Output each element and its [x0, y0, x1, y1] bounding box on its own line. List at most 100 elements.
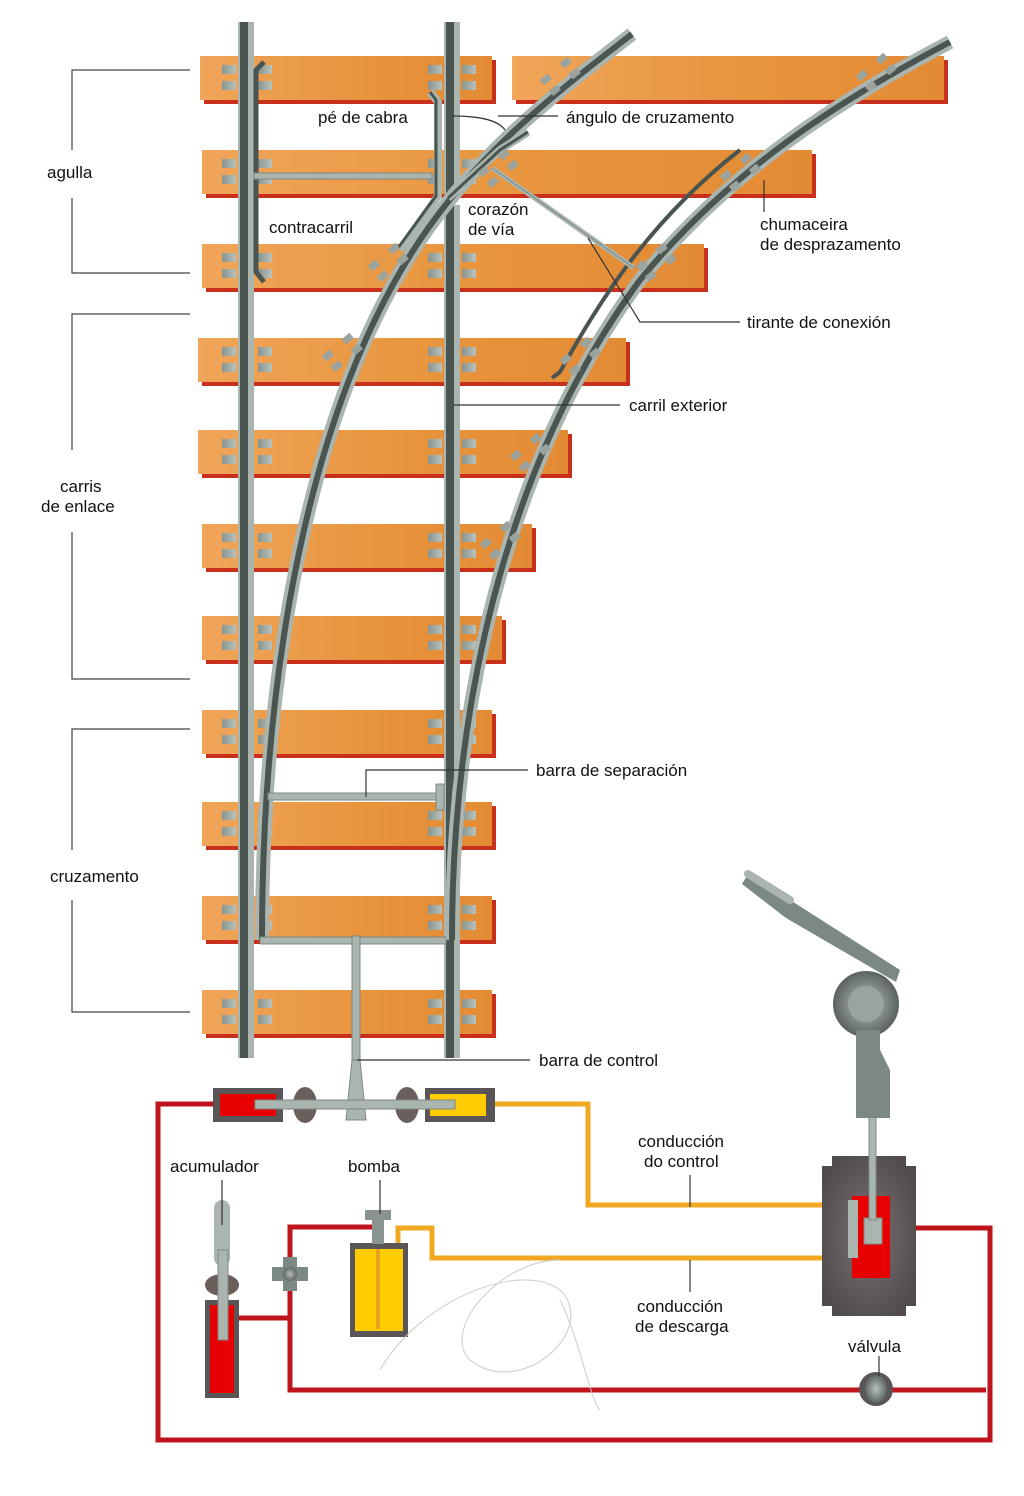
label-carril-exterior: carril exterior: [629, 396, 728, 415]
label-chumaceira-2: de desprazamento: [760, 235, 901, 254]
curve-plate-part: [664, 253, 677, 266]
rail-plate: [222, 159, 236, 168]
section-brackets: [71, 69, 190, 1013]
rail-plate: [462, 253, 476, 262]
rail-plate: [222, 625, 236, 634]
rail-plate: [222, 1015, 236, 1024]
acumulador-device: [205, 1200, 239, 1398]
curved-rail-outer-core: [449, 39, 952, 941]
control-rod-flare: [345, 1059, 367, 1121]
curve-plate-part: [508, 531, 521, 544]
rail-plate: [258, 533, 272, 542]
curve-plate-part: [477, 165, 490, 178]
rail-plate: [428, 65, 442, 74]
bracket-agulla: [71, 69, 190, 274]
rail-plate: [222, 439, 236, 448]
rail-plate: [428, 625, 442, 634]
curve-plate-part: [330, 360, 343, 372]
curve-plate-part: [719, 169, 732, 182]
curve-plate-part: [486, 176, 499, 188]
bracket-carris: [71, 313, 190, 680]
check-valve: [272, 1257, 308, 1291]
curve-plate-part: [855, 69, 868, 82]
rail-plate: [462, 455, 476, 464]
curve-plate-part: [864, 80, 877, 92]
bracket-cruzamento: [71, 728, 190, 1013]
curve-plate-part: [341, 332, 354, 345]
curve-plate-part: [655, 242, 668, 255]
rail-plate: [428, 549, 442, 558]
section-label-cruzamento: cruzamento: [50, 867, 139, 886]
curve-plate-part: [538, 443, 551, 456]
section-label-carris-1: carris: [60, 477, 102, 496]
rail-plate: [428, 347, 442, 356]
rail-plate: [222, 269, 236, 278]
rail-plate: [428, 735, 442, 744]
curve-plate-part: [635, 259, 648, 272]
label-corazon-2: de vía: [468, 220, 515, 239]
pressure-line-outer: [155, 1101, 993, 1443]
rail-plate: [462, 905, 476, 914]
rail-plate: [462, 159, 476, 168]
curve-plate-part: [509, 449, 522, 462]
rail-plate: [258, 625, 272, 634]
curve-plate-part: [518, 460, 531, 472]
rail-plate: [222, 533, 236, 542]
curve-plate: [855, 52, 897, 92]
curve-plate-part: [387, 242, 400, 255]
curve-plate: [559, 336, 601, 376]
curve-plate-part: [488, 548, 501, 560]
label-acumulador: acumulador: [170, 1157, 259, 1176]
rail-plate: [222, 549, 236, 558]
curve-plate-part: [875, 52, 888, 65]
leader-lines: [221, 115, 880, 1376]
control-line: [494, 1101, 861, 1260]
rail-plate: [462, 811, 476, 820]
valvula-device[interactable]: [859, 1372, 893, 1406]
rail-plate: [258, 719, 272, 728]
rail-plate: [462, 65, 476, 74]
label-conduccion-descarga-1: conducción: [637, 1297, 723, 1316]
curve-plate-part: [497, 148, 510, 161]
curve-plate-part: [396, 253, 409, 266]
curve-plate: [509, 432, 551, 472]
label-chumaceira-1: chumaceira: [760, 215, 848, 234]
rail-plate: [428, 269, 442, 278]
rail-plate: [222, 347, 236, 356]
curve-plate-part: [529, 432, 542, 445]
sleeper: [198, 430, 568, 474]
rail-plate: [258, 455, 272, 464]
rail-plate: [222, 827, 236, 836]
label-valvula: válvula: [848, 1337, 901, 1356]
rail-plate: [428, 811, 442, 820]
rail-plate: [222, 455, 236, 464]
label-corazon-1: corazón: [468, 200, 528, 219]
rail-plate: [462, 999, 476, 1008]
curve-plate-part: [367, 259, 380, 272]
control-lever[interactable]: [742, 870, 900, 1118]
curved-rail-inner-core: [259, 31, 634, 941]
rail-plate: [258, 363, 272, 372]
contracarril-rail: [253, 60, 266, 284]
rail-plate: [258, 439, 272, 448]
rail-plate: [462, 269, 476, 278]
rail-plate: [222, 253, 236, 262]
label-barra-de-separacion: barra de separación: [536, 761, 687, 780]
rail-plate: [428, 1015, 442, 1024]
rail-plate: [222, 175, 236, 184]
watermark-signature: [379, 1259, 601, 1411]
curve-plate-part: [499, 520, 512, 533]
bomba-device: [350, 1210, 408, 1337]
curve-plate-part: [559, 56, 572, 69]
curve-plate-part: [559, 353, 572, 366]
rail-plate: [258, 253, 272, 262]
section-label-agulla: agulla: [47, 163, 93, 182]
actuator: [213, 1087, 495, 1123]
rail-plate: [222, 999, 236, 1008]
curve-plate: [367, 242, 409, 282]
agulla-tie-bar: [253, 172, 433, 180]
curve-plate-part: [321, 349, 334, 362]
curve-plate-part: [479, 537, 492, 550]
label-conduccion-control-1: conducción: [638, 1132, 724, 1151]
